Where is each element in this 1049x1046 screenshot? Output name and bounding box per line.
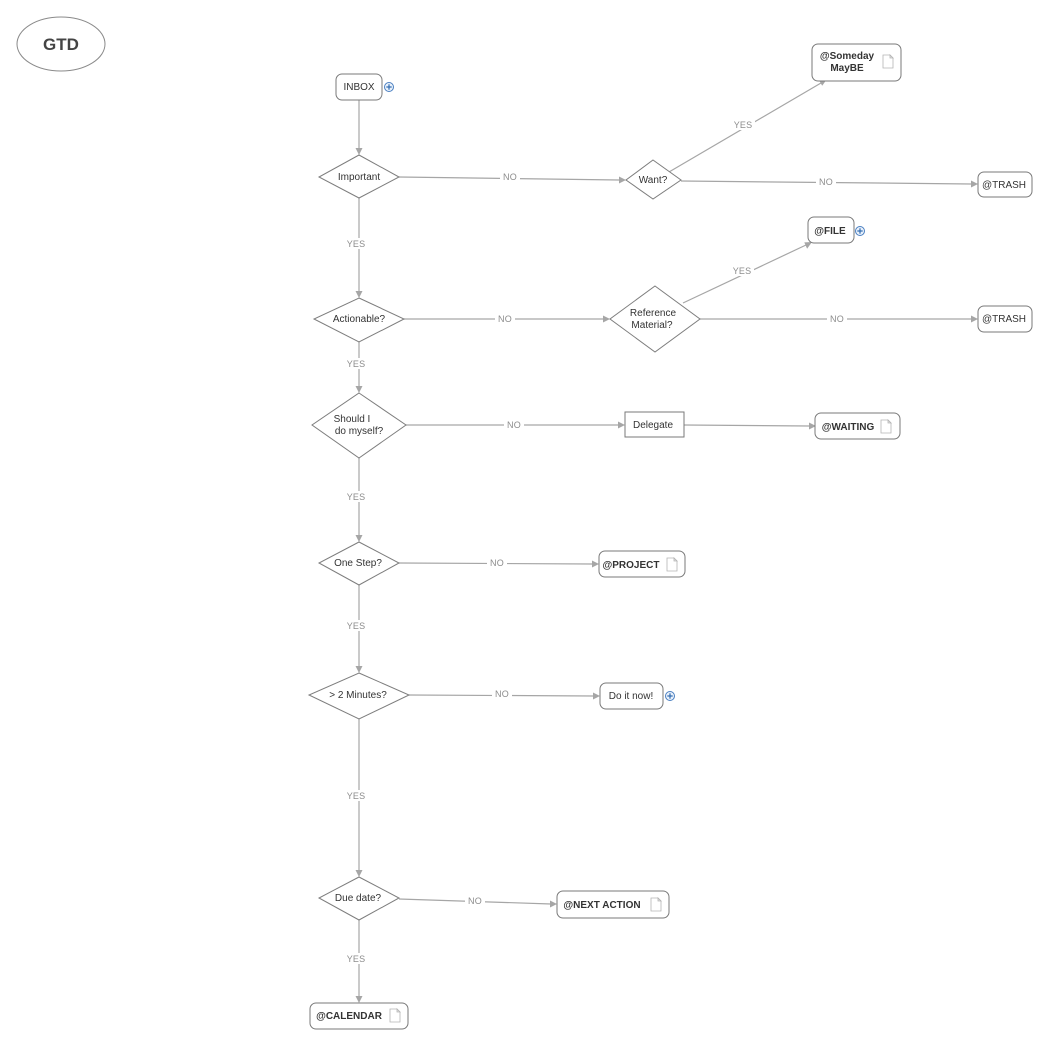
delegate-node[interactable]: Delegate <box>624 411 685 438</box>
next-action-node[interactable]: @NEXT ACTION <box>556 890 670 919</box>
someday-maybe-label-line1: @Someday <box>820 51 875 62</box>
waiting-label: @WAITING <box>822 422 875 433</box>
arrowhead <box>804 242 812 249</box>
plus-circle-icon[interactable] <box>665 691 675 701</box>
decision-should-i-label-line1: Should I <box>334 414 371 425</box>
decision-reference-label-line1: Reference <box>630 308 677 319</box>
arrowhead <box>355 148 363 155</box>
arrowhead <box>355 291 363 298</box>
document-icon[interactable] <box>650 897 662 912</box>
inbox-label: INBOX <box>343 82 374 93</box>
arrowhead <box>809 422 816 430</box>
edge-label-shouldi-onestep: YES <box>347 492 366 502</box>
edge-label-important-actionable: YES <box>347 239 366 249</box>
edge-label-twominutes-duedate: YES <box>347 791 366 801</box>
edge-label-onestep-project: NO <box>490 558 504 568</box>
edge-label-twominutes-doitnow: NO <box>495 689 509 699</box>
waiting-node[interactable]: @WAITING <box>814 412 901 440</box>
edge-labels: NO YES NO YES NO YES NO YES NO YES NO YE… <box>344 119 847 964</box>
edge-label-shouldi-delegate: NO <box>507 420 521 430</box>
edge-label-actionable-shouldi: YES <box>347 359 366 369</box>
decision-two-minutes[interactable]: > 2 Minutes? <box>307 672 411 720</box>
edge-delegate-waiting <box>683 424 810 427</box>
decision-reference-label-line2: Material? <box>631 320 673 331</box>
decision-actionable[interactable]: Actionable? <box>312 297 406 343</box>
do-it-now-label: Do it now! <box>609 691 653 702</box>
decision-want[interactable]: Want? <box>625 159 682 200</box>
edge-arrowheads <box>355 79 978 1003</box>
plus-circle-icon[interactable] <box>384 82 394 92</box>
someday-maybe-label-line2: MayBE <box>830 63 864 74</box>
calendar-label: @CALENDAR <box>316 1011 383 1022</box>
edge-label-duedate-calendar: YES <box>347 954 366 964</box>
edge-label-duedate-nextaction: NO <box>468 896 482 906</box>
arrowhead <box>355 996 363 1003</box>
decision-one-step[interactable]: One Step? <box>317 541 401 586</box>
project-node[interactable]: @PROJECT <box>598 550 686 578</box>
document-icon[interactable] <box>880 419 892 434</box>
arrowhead <box>593 692 600 700</box>
edge-label-want-someday: YES <box>734 120 753 130</box>
edge-label-want-trash1: NO <box>819 177 833 187</box>
arrowhead <box>592 560 599 568</box>
arrowhead <box>971 180 978 188</box>
arrowhead <box>355 386 363 393</box>
inbox-node[interactable]: INBOX <box>335 73 383 101</box>
edge-label-reference-trash2: NO <box>830 314 844 324</box>
edge-label-important-want: NO <box>503 172 517 182</box>
decision-should-i[interactable]: Should I do myself? <box>311 392 407 459</box>
decision-due-date-label: Due date? <box>335 893 382 904</box>
decision-important[interactable]: Important <box>317 154 401 199</box>
decision-one-step-label: One Step? <box>334 558 382 569</box>
document-icon[interactable] <box>389 1008 401 1023</box>
edge-label-actionable-reference: NO <box>498 314 512 324</box>
plus-circle-icon[interactable] <box>855 226 865 236</box>
document-icon[interactable] <box>666 557 678 572</box>
someday-maybe-node[interactable]: @Someday MayBE <box>811 43 902 82</box>
trash-label-1: @TRASH <box>982 180 1026 191</box>
decision-reference-material[interactable]: Reference Material? <box>609 285 701 353</box>
decision-should-i-label-line2: do myself? <box>335 426 384 437</box>
next-action-label: @NEXT ACTION <box>563 900 640 911</box>
arrowhead <box>603 315 610 323</box>
arrowhead <box>355 666 363 673</box>
edge-label-reference-file: YES <box>733 266 752 276</box>
do-it-now-node[interactable]: Do it now! <box>599 682 664 710</box>
decision-actionable-label: Actionable? <box>333 314 386 325</box>
delegate-label: Delegate <box>633 420 673 431</box>
arrowhead <box>355 535 363 542</box>
decision-important-label: Important <box>338 172 380 183</box>
arrowhead <box>619 176 626 184</box>
arrowhead <box>971 315 978 323</box>
arrowhead <box>355 870 363 877</box>
document-icon[interactable] <box>882 54 894 69</box>
decision-two-minutes-label: > 2 Minutes? <box>329 690 387 701</box>
arrowhead <box>550 900 557 908</box>
title-node[interactable]: GTD <box>16 16 106 72</box>
diagram-title: GTD <box>43 35 79 54</box>
edge-lines <box>358 82 972 997</box>
file-node[interactable]: @FILE <box>807 216 855 244</box>
calendar-node[interactable]: @CALENDAR <box>309 1002 409 1030</box>
decision-want-label: Want? <box>639 175 668 186</box>
trash-node-1[interactable]: @TRASH <box>977 171 1033 198</box>
trash-node-2[interactable]: @TRASH <box>977 305 1033 333</box>
project-label: @PROJECT <box>603 560 660 571</box>
trash-label-2: @TRASH <box>982 314 1026 325</box>
file-label: @FILE <box>814 226 846 237</box>
decision-due-date[interactable]: Due date? <box>317 876 401 921</box>
edge-label-onestep-twominutes: YES <box>347 621 366 631</box>
arrowhead <box>618 421 625 429</box>
